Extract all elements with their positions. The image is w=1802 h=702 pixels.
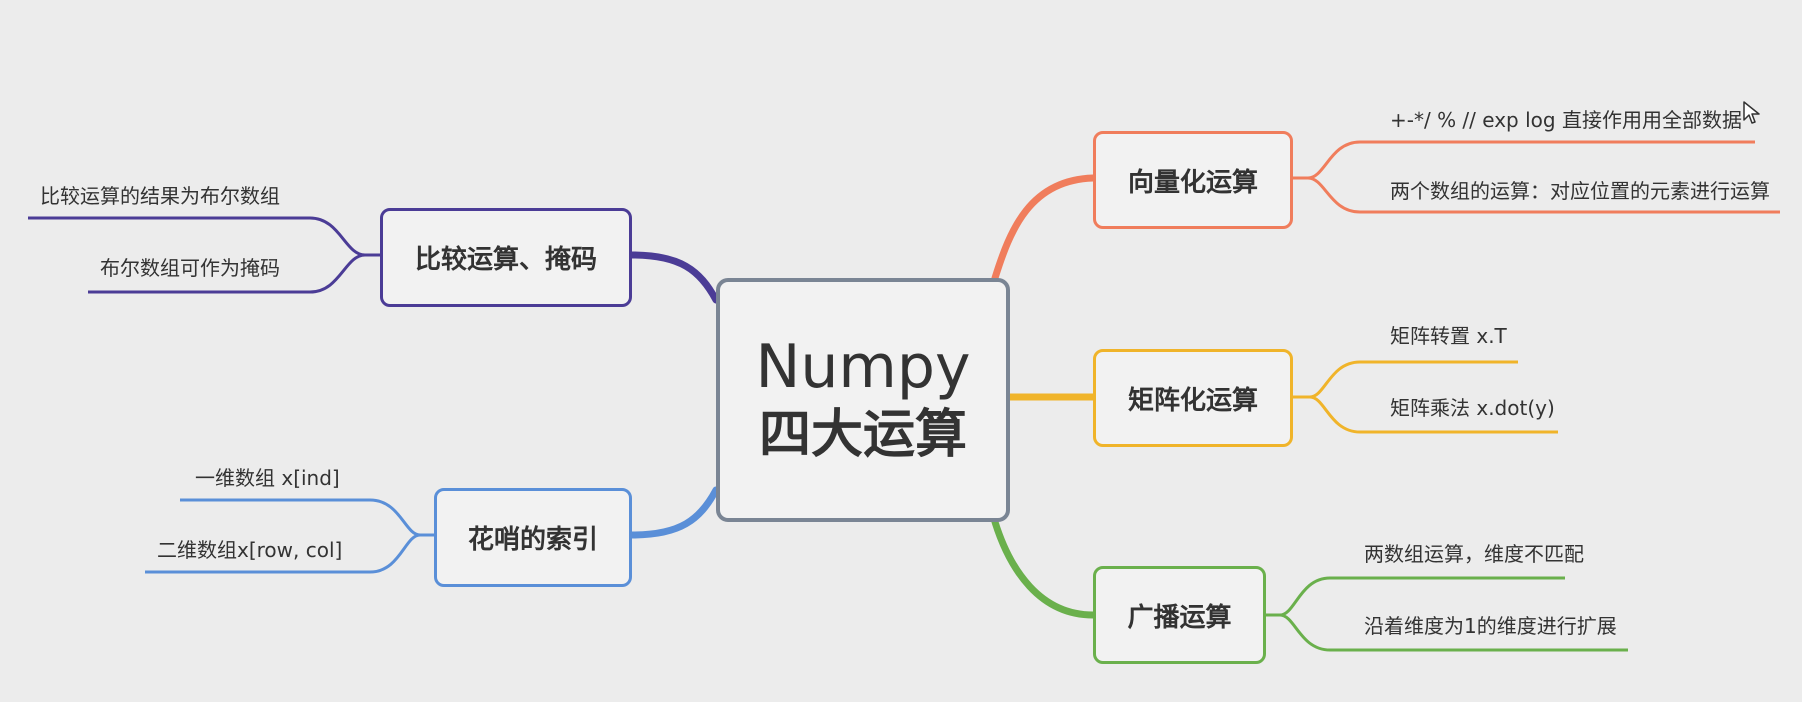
center-subtitle: 四大运算 xyxy=(758,404,967,465)
connector-broadcast xyxy=(991,518,1097,619)
center-node[interactable]: Numpy 四大运算 xyxy=(716,278,1010,522)
connector-fancy xyxy=(628,486,720,539)
leaf-compare-2: 布尔数组可作为掩码 xyxy=(100,256,280,280)
branch-label-fancy: 花哨的索引 xyxy=(467,525,598,555)
branch-node-compare[interactable]: 比较运算、掩码 xyxy=(380,208,632,307)
leaf-line-compare-1 xyxy=(28,216,380,257)
leaf-line-compare-2 xyxy=(88,253,380,294)
leaf-line-fancy-1 xyxy=(180,498,434,537)
leaf-matrix-1: 矩阵转置 x.T xyxy=(1390,324,1507,348)
leaf-fancy-1: 一维数组 x[ind] xyxy=(195,466,340,490)
branch-node-matrix[interactable]: 矩阵化运算 xyxy=(1093,349,1293,447)
connector-compare xyxy=(628,251,720,304)
leaf-matrix-2: 矩阵乘法 x.dot(y) xyxy=(1390,396,1555,420)
leaf-fancy-2: 二维数组x[row, col] xyxy=(157,538,343,562)
leaf-vector-2: 两个数组的运算：对应位置的元素进行运算 xyxy=(1390,179,1770,203)
branch-node-vector[interactable]: 向量化运算 xyxy=(1093,131,1293,229)
branch-label-vector: 向量化运算 xyxy=(1127,167,1258,198)
leaf-line-fancy-2 xyxy=(145,533,434,574)
leaf-compare-1: 比较运算的结果为布尔数组 xyxy=(40,184,280,208)
leaf-line-matrix-2 xyxy=(1293,395,1558,434)
leaf-line-vector-1 xyxy=(1293,140,1755,180)
branch-label-matrix: 矩阵化运算 xyxy=(1127,385,1258,416)
branch-node-fancy[interactable]: 花哨的索引 xyxy=(434,488,632,587)
leaf-vector-1: +-*/ % // exp log 直接作用用全部数据 xyxy=(1390,108,1742,132)
branch-label-compare: 比较运算、掩码 xyxy=(414,245,597,275)
branch-node-broadcast[interactable]: 广播运算 xyxy=(1093,566,1266,664)
mouse-cursor-icon xyxy=(1743,101,1760,124)
leaf-line-vector-2 xyxy=(1293,176,1780,214)
leaf-line-broadcast-2 xyxy=(1266,613,1628,652)
connector-vector xyxy=(991,174,1097,282)
leaf-broadcast-1: 两数组运算，维度不匹配 xyxy=(1364,542,1584,566)
center-title: Numpy xyxy=(755,331,971,402)
branch-label-broadcast: 广播运算 xyxy=(1127,602,1232,633)
leaf-broadcast-2: 沿着维度为1的维度进行扩展 xyxy=(1364,614,1617,638)
